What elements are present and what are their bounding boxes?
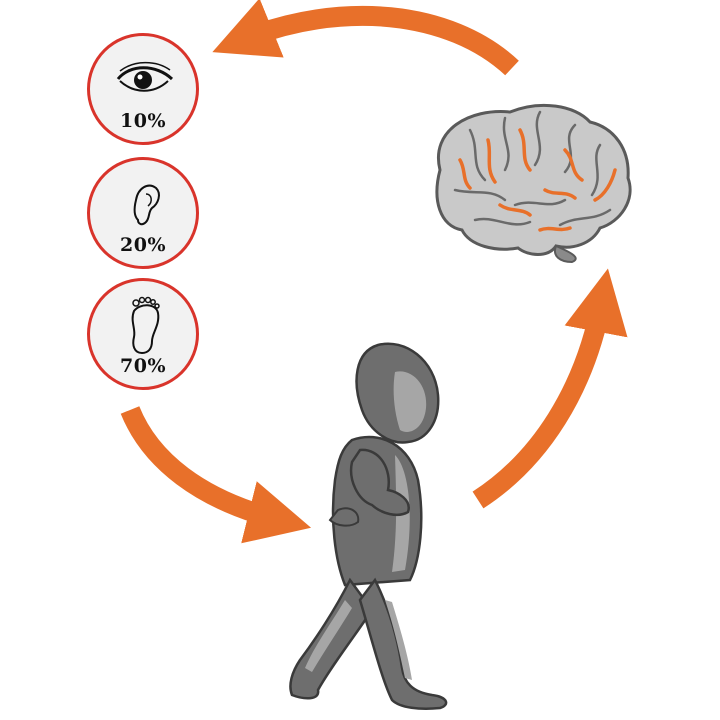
sense-badge-eye: 10% [87, 33, 199, 145]
sense-percent-ear: 20% [120, 234, 166, 256]
sense-percent-foot: 70% [120, 355, 166, 377]
brain-icon [435, 103, 632, 264]
eye-icon [116, 61, 174, 92]
foot-icon [131, 296, 160, 355]
arrow-senses-to-child [120, 406, 312, 544]
arrow-brain-to-senses [212, 0, 519, 76]
sense-badge-foot: 70% [87, 278, 199, 390]
sense-badge-ear: 20% [87, 157, 199, 269]
sense-percent-eye: 10% [120, 110, 166, 132]
arrow-child-to-brain [472, 268, 628, 509]
walking-child-figure [289, 342, 448, 710]
ear-icon [133, 184, 160, 226]
